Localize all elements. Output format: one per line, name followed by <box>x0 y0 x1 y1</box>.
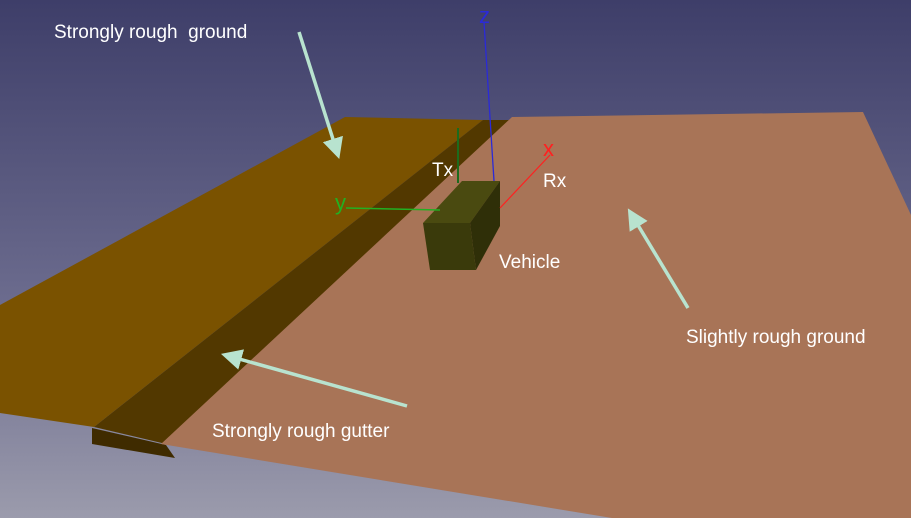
strongly-rough-ground-surface <box>0 117 483 427</box>
y-axis-label: y <box>335 190 346 215</box>
tx-label: Tx <box>432 160 454 181</box>
slightly-rough-ground-label: Slightly rough ground <box>686 327 866 348</box>
x-axis-label: x <box>543 136 554 161</box>
vehicle-front <box>423 223 476 270</box>
z-axis-label: z <box>479 3 490 28</box>
slightly-rough-ground-surface <box>161 112 911 518</box>
vehicle-side <box>470 181 500 270</box>
slightly-rough-ground-arrow <box>627 208 690 309</box>
strongly-rough-gutter-arrow <box>220 349 408 408</box>
vehicle-label: Vehicle <box>499 252 560 273</box>
gutter-front-face <box>92 428 175 458</box>
strongly-rough-ground-label: Strongly rough ground <box>54 22 247 43</box>
y-axis-line <box>345 207 441 211</box>
z-axis-line <box>483 21 495 182</box>
vehicle-top <box>423 181 500 223</box>
x-axis-line <box>499 154 551 209</box>
strongly-rough-ground-arrow <box>297 31 343 160</box>
rx-label: Rx <box>543 171 567 192</box>
gutter-wall <box>94 120 512 444</box>
strongly-rough-gutter-label: Strongly rough gutter <box>212 421 390 442</box>
